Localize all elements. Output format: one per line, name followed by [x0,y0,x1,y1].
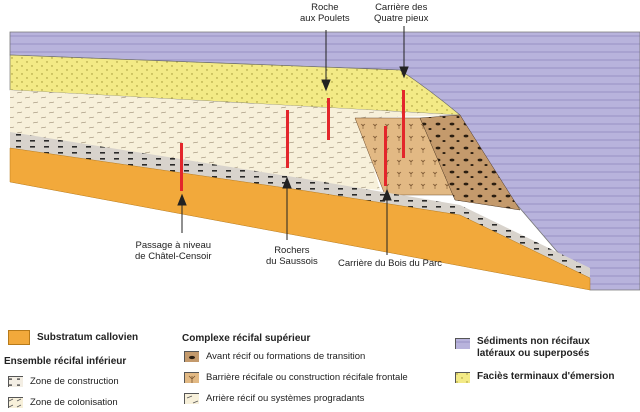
marker-saussois [286,110,289,168]
legend-avant-recif: Avant récif ou formations de transition [184,351,365,362]
legend-barriere-recifale: Barrière récifale ou construction récifa… [184,372,408,383]
marker-chatel [180,143,183,191]
legend-complexe-superieur-title: Complexe récifal supérieur [182,333,310,344]
legend-ensemble-inferieur-title: Ensemble récifal inférieur [4,356,126,367]
marker-roche [327,98,330,140]
legend-zone-construction: Zone de construction [8,376,119,387]
marker-quatre-pieux [402,90,405,158]
legend-facies-terminaux: Faciès terminaux d'émersion [455,371,614,383]
swatch-facies-terminaux [455,372,470,383]
swatch-barriere-recifale [184,372,199,383]
marker-bois-parc [384,126,387,186]
legend-arriere-recif: Arrière récif ou systèmes progradants [184,393,364,404]
swatch-arriere-recif [184,393,199,404]
swatch-zone-construction [8,376,23,387]
legend-zone-colonisation: Zone de colonisation [8,397,118,408]
swatch-substratum [8,330,30,345]
swatch-sediments [455,338,470,349]
legend-substratum: Substratum callovien [8,330,138,345]
cross-section-diagram [0,0,640,300]
swatch-avant-recif [184,351,199,362]
label-carriere-bois-parc: Carrière du Bois du Parc [338,258,442,269]
swatch-zone-colonisation [8,397,23,408]
